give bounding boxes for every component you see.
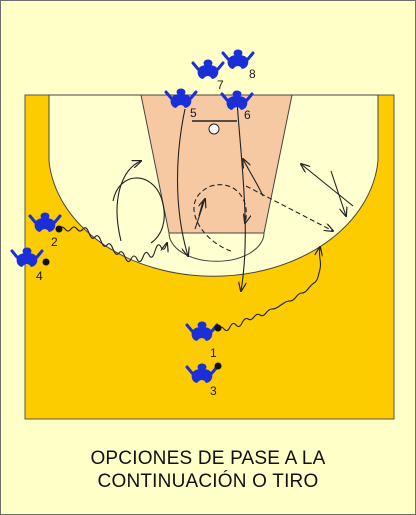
ball-icon [214,324,222,332]
player-8: 8 [221,48,256,81]
free-throw-circle [168,232,265,262]
cut-path-5 [177,108,189,256]
dribble-path-1 [217,247,321,332]
cut-path-5b [116,161,141,242]
player-number: 2 [51,235,58,249]
caption-line-1: OPCIONES DE PASE A LA [90,448,326,469]
pass-path-b [301,164,354,207]
ball-icon [214,362,222,370]
diagram-caption: OPCIONES DE PASE A LA CONTINUACIÓN O TIR… [1,447,415,493]
cut-path-6b [243,159,264,197]
player-1: 1 [185,320,222,360]
player-number: 8 [249,67,256,81]
curl-path [112,177,165,244]
player-number: 3 [210,384,217,398]
player-icon [191,58,225,81]
screen-path [194,199,205,230]
dribble-path-2 [58,226,167,263]
player-number: 1 [210,346,217,360]
player-2: 2 [28,211,63,249]
cut-path-6 [236,100,245,291]
player-4: 4 [10,246,50,283]
rim [208,123,220,135]
player-7: 7 [191,58,225,92]
ball-icon [55,225,63,233]
player-number: 4 [36,269,43,283]
player-number: 5 [190,106,197,120]
play-arrows [58,100,354,332]
player-3: 3 [185,362,222,398]
pass-path-a [245,185,333,231]
player-number: 6 [244,108,251,122]
pass-path-c [330,170,346,216]
arc-path [193,184,246,252]
player-5: 5 [164,87,198,120]
player-6: 6 [220,89,254,122]
caption-line-2: CONTINUACIÓN O TIRO [97,471,319,492]
ball-icon [42,258,50,266]
player-number: 7 [217,78,224,92]
